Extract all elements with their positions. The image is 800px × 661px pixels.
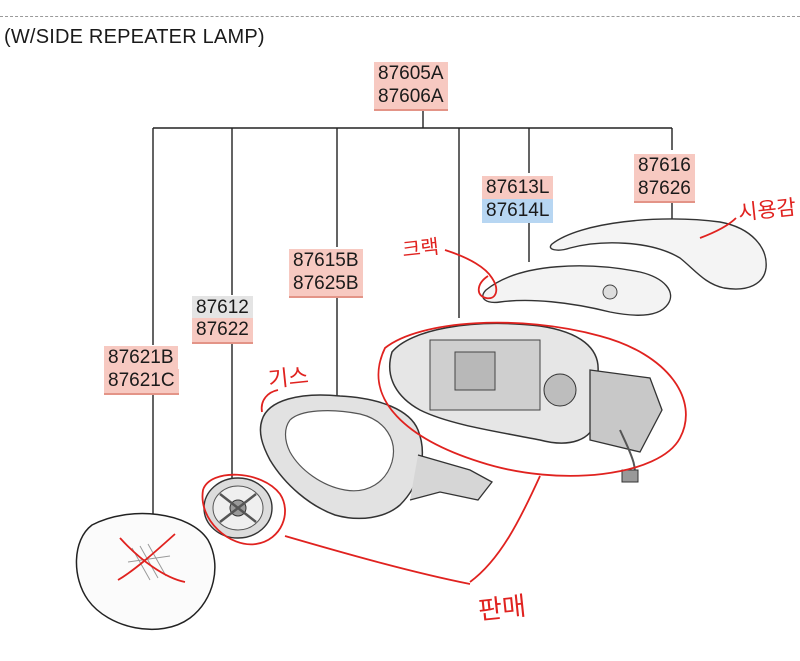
repeater-lamp-part-number-2: 87614L (482, 199, 554, 223)
sell-pointer-body (469, 475, 541, 583)
actuator-part-number-2: 87622 (192, 318, 253, 344)
red-markup (117, 217, 737, 585)
diagram-title: (W/SIDE REPEATER LAMP) (4, 26, 265, 48)
mirror-glass-part-number-1: 87621B (104, 346, 178, 372)
leader-lines (152, 108, 673, 523)
red-cross-stroke-2 (117, 533, 176, 581)
cover-part-number-2: 87626 (634, 177, 695, 203)
sell-pointer-actuator (284, 535, 471, 585)
mirror-glass-part-number-2: 87621C (104, 369, 179, 395)
cover-note: 시용감 (737, 195, 798, 225)
red-cross-stroke-1 (119, 537, 186, 583)
sell-note: 판매 (476, 591, 528, 627)
assembly-part-number-1: 87605A (374, 62, 448, 88)
mirror-housing-frame (259, 394, 493, 520)
body-selection-circle (377, 321, 687, 477)
housing-gasket-part-number-1: 87615B (289, 249, 363, 275)
assembly-part-number-2: 87606A (374, 85, 448, 111)
lamp-crack-note: 크랙 (401, 234, 441, 262)
used-feel-pointer (699, 217, 737, 239)
mirror-cover (549, 218, 767, 290)
mirror-actuator (203, 477, 273, 539)
actuator-part-number-1: 87612 (192, 296, 253, 320)
crack-circle (444, 249, 498, 300)
gasket-scratch-note: 기스 (267, 363, 310, 394)
side-repeater-lamp (482, 265, 672, 316)
mirror-body-housing (389, 322, 663, 483)
top-dashed-divider (0, 16, 800, 17)
housing-gasket-part-number-2: 87625B (289, 272, 363, 298)
mirror-glass (75, 512, 216, 631)
actuator-selection-circle (201, 473, 286, 546)
cover-part-number-1: 87616 (634, 154, 695, 180)
scratch-pointer (260, 389, 279, 413)
